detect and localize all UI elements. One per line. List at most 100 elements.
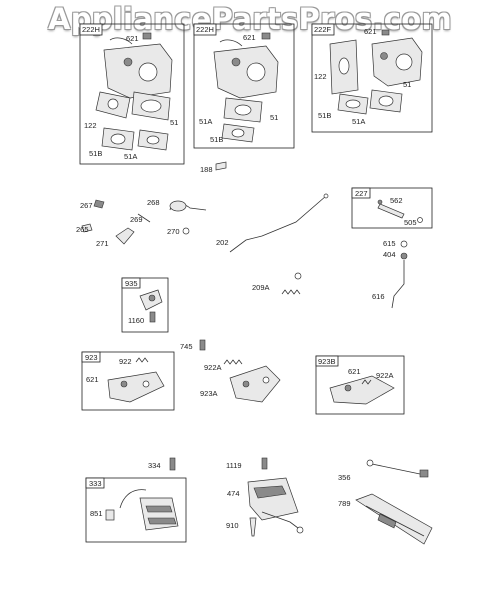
label-922a: 922A (204, 363, 222, 372)
group-923b: 923B 621 922A (315, 355, 405, 415)
part-267 (93, 199, 105, 209)
part-789: 789 (338, 493, 433, 545)
group-tag-box (351, 187, 371, 199)
label-404: 404 (383, 250, 396, 259)
label-271: 271 (96, 239, 109, 248)
group-222h-middle: 222H 621 51A 51 51B (193, 23, 295, 149)
group-frame (311, 23, 433, 133)
part-745: 745 (180, 339, 206, 351)
label-910: 910 (226, 521, 239, 530)
group-tag-box (311, 23, 335, 36)
label-51: 51 (270, 113, 278, 122)
group-frame (85, 477, 187, 543)
label-122: 122 (314, 72, 327, 81)
part-265 (81, 223, 93, 233)
label-789: 789 (338, 499, 351, 508)
label-922: 922 (119, 357, 132, 366)
group-tag: 333 (89, 479, 102, 488)
part-562 (377, 203, 405, 219)
group-frame (81, 351, 175, 411)
group-tag: 227 (355, 189, 368, 198)
group-tag: 935 (125, 279, 138, 288)
group-frame (351, 187, 433, 229)
screw-1160 (149, 311, 156, 323)
label-265: 265 (76, 225, 89, 234)
spring-269 (137, 213, 151, 223)
label-356: 356 (338, 473, 351, 482)
label-621: 621 (126, 34, 139, 43)
carburetor-illustration (371, 37, 423, 87)
part-851 (105, 509, 115, 521)
label-615: 615 (383, 239, 396, 248)
label-51b: 51B (89, 149, 102, 158)
label-1160: 1160 (128, 316, 144, 325)
label-209a: 209A (252, 283, 270, 292)
governor-shaft-cluster: 615 404 616 (372, 239, 408, 309)
governor-control-923b (329, 375, 395, 405)
part-334: 334 (148, 457, 176, 471)
label-621: 621 (364, 27, 377, 36)
governor-control-923a: 922A 923A (200, 359, 281, 403)
label-51: 51 (403, 80, 411, 89)
group-tag: 222H (196, 25, 214, 34)
group-tag: 923B (318, 357, 336, 366)
label-269: 269 (130, 215, 143, 224)
label-334: 334 (148, 461, 161, 470)
label-621: 621 (86, 375, 99, 384)
group-227: 227 562 505 (351, 187, 433, 229)
label-270: 270 (167, 227, 180, 236)
group-222f: 222F 621 122 51 51B 51A (311, 23, 433, 133)
label-51a: 51A (199, 117, 212, 126)
label-923a: 923A (200, 389, 218, 398)
part-474: 474 (227, 477, 304, 534)
part-404 (400, 252, 408, 260)
part-505 (417, 217, 423, 223)
screw-621 (381, 29, 390, 36)
label-122: 122 (84, 121, 97, 130)
label-474: 474 (227, 489, 240, 498)
label-51b: 51B (318, 111, 331, 120)
ignition-lead (119, 489, 147, 509)
group-frame (315, 355, 405, 415)
group-tag-box (79, 23, 103, 36)
label-188: 188 (200, 165, 213, 174)
part-209a: 209A (252, 272, 302, 295)
part-188: 188 (200, 161, 227, 174)
label-267: 267 (80, 201, 93, 210)
label-621: 621 (243, 33, 256, 42)
label-621: 621 (348, 367, 361, 376)
spring-922a (223, 359, 243, 365)
part-616 (391, 260, 405, 309)
clip-270 (182, 227, 190, 235)
group-222h-left: 222H 621 122 51 51B 51A (79, 23, 185, 165)
lever-271 (115, 227, 135, 245)
spring-922 (135, 357, 149, 363)
group-923: 923 922 621 (81, 351, 175, 411)
label-202: 202 (216, 238, 229, 247)
label-51a: 51A (352, 117, 365, 126)
label-505: 505 (404, 218, 417, 227)
screw-621 (261, 32, 271, 40)
part-356: 356 (338, 459, 429, 482)
label-851: 851 (90, 509, 103, 518)
group-tag-box (85, 477, 105, 489)
group-tag-box (315, 355, 339, 367)
group-tag: 923 (85, 353, 98, 362)
part-910: 910 (226, 517, 257, 537)
group-tag-box (121, 277, 141, 289)
group-333: 333 851 (85, 477, 187, 543)
group-tag-box (81, 351, 101, 363)
screw-621 (142, 32, 152, 40)
group-935: 935 1160 (121, 277, 169, 333)
label-51b: 51B (210, 135, 223, 144)
group-frame (121, 277, 169, 333)
group-tag-box (193, 23, 217, 36)
carburetor-illustration (213, 39, 279, 99)
group-tag: 222H (82, 25, 100, 34)
armature-333 (139, 497, 179, 531)
linkage-cluster: 267 268 269 265 271 270 (76, 198, 207, 248)
label-562: 562 (390, 196, 403, 205)
carburetor-illustration (95, 37, 173, 119)
label-1119: 1119 (226, 461, 242, 470)
